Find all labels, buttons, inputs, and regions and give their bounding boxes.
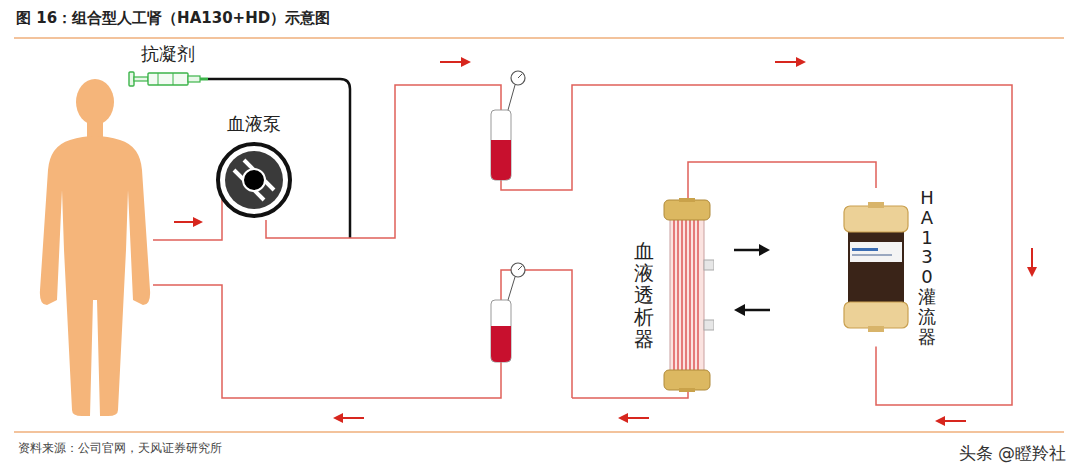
figure-title: 图 16：组合型人工肾（HA130+HD）示意图 — [16, 9, 330, 28]
blood-line — [688, 162, 876, 198]
pump-node: 血液泵 — [214, 112, 294, 220]
dialysate-arrow — [734, 304, 770, 316]
top-rule — [14, 37, 1064, 38]
component-label: 抗凝剂 — [141, 42, 195, 66]
blood-inlet-wire — [153, 197, 222, 240]
flow-arrow — [618, 413, 649, 423]
dialyzer-icon — [662, 198, 714, 392]
flow-arrow — [935, 416, 966, 426]
watermark: 头条 @瞪羚社 — [959, 442, 1066, 465]
component-label: HA130灌流器 — [918, 188, 936, 346]
anticoagulant-line — [208, 79, 350, 238]
drip-chamber — [491, 71, 525, 180]
source-note: 资料来源：公司官网，天风证券研究所 — [18, 440, 222, 457]
component-label: 血液泵 — [227, 112, 281, 136]
bottom-rule — [14, 431, 1064, 432]
blood-line — [266, 85, 1012, 405]
return-wire — [153, 285, 501, 398]
flow-arrow — [174, 217, 203, 227]
syringe-icon — [128, 70, 208, 88]
flow-arrow — [440, 57, 471, 67]
flow-arrow — [1027, 248, 1037, 277]
dialysate-arrow — [734, 244, 770, 256]
return-wire — [501, 270, 572, 398]
cartridge-icon — [842, 202, 910, 332]
flow-arrow — [775, 57, 806, 67]
cartridge-node: HA130灌流器 — [842, 188, 936, 346]
component-label: 血液透析器 — [634, 240, 654, 350]
syringe-node: 抗凝剂 — [128, 42, 208, 88]
dialyzer-node: 血液透析器 — [634, 198, 714, 392]
return-wire — [572, 392, 688, 398]
human-figure — [40, 79, 150, 416]
flow-arrow — [333, 413, 364, 423]
pump-icon — [214, 140, 294, 220]
drip-chamber — [491, 263, 525, 362]
